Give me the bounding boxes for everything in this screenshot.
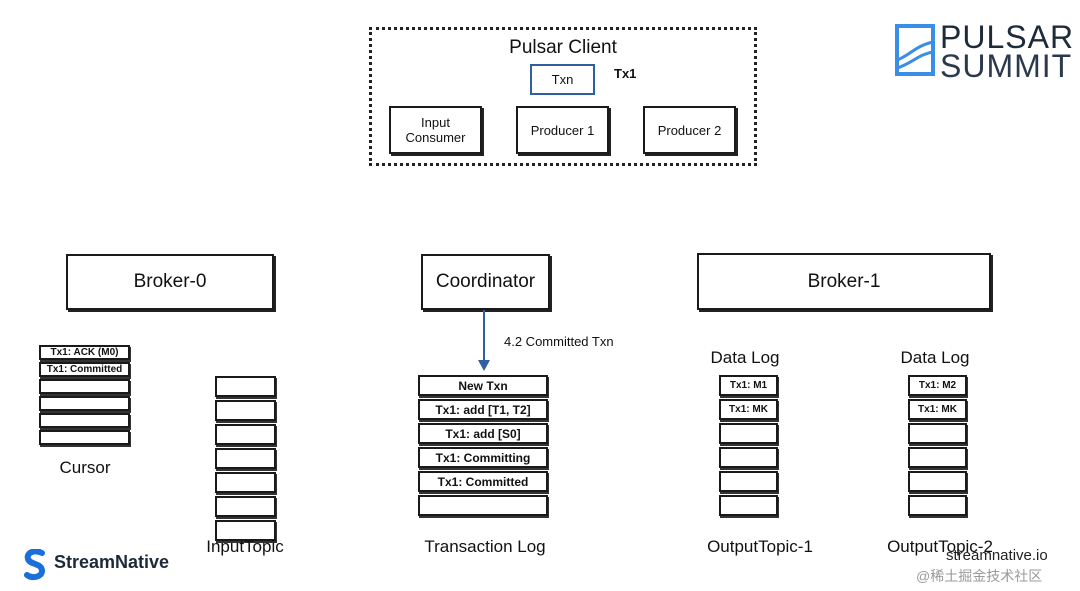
producer-2-label: Producer 2 (657, 122, 722, 138)
log-entry (39, 430, 130, 445)
input-consumer-box: Input Consumer (389, 106, 482, 154)
log-entry: Tx1: M2 (908, 375, 967, 396)
log-entry (418, 495, 548, 516)
pulsar-client-frame (369, 27, 757, 166)
log-entry (39, 396, 130, 411)
output-2-label: OutputTopic-2 (887, 537, 993, 556)
watermark-text: @稀土掘金技术社区 (916, 568, 1043, 584)
output-topic-1-stack: Tx1: M1 Tx1: MK (719, 375, 778, 519)
log-entry (215, 448, 276, 469)
output-topic-2-stack: Tx1: M2 Tx1: MK (908, 375, 967, 519)
cursor-label: Cursor (59, 458, 111, 477)
log-entry: Tx1: Committing (418, 447, 548, 468)
streamnative-brand: StreamNative (54, 552, 170, 572)
log-entry: Tx1: ACK (M0) (39, 345, 130, 360)
broker-0-label: Broker-0 (133, 271, 207, 292)
output-2-header: Data Log (900, 348, 970, 367)
log-entry (719, 495, 778, 516)
committed-txn-label: 4.2 Committed Txn (504, 334, 614, 349)
txn-label: Txn (551, 72, 574, 87)
log-entry: Tx1: Committed (418, 471, 548, 492)
broker-0-box: Broker-0 (66, 254, 274, 310)
input-topic-label: InputTopic (206, 537, 284, 556)
coordinator-label: Coordinator (435, 271, 536, 292)
coordinator-box: Coordinator (421, 254, 550, 310)
log-entry: Tx1: MK (719, 399, 778, 420)
log-entry (215, 472, 276, 493)
website-label: streamnative.io (946, 547, 1048, 564)
broker-1-label: Broker-1 (807, 270, 881, 292)
log-entry (215, 520, 276, 541)
txn-box: Txn (530, 64, 595, 95)
log-entry (719, 447, 778, 468)
pulsar-logo-line1: PULSAR (940, 19, 1075, 55)
input-topic-stack (215, 376, 276, 544)
pulsar-summit-logo-icon (895, 24, 935, 76)
log-entry (215, 496, 276, 517)
log-entry (719, 471, 778, 492)
producer-1-label: Producer 1 (530, 122, 595, 138)
log-entry (39, 379, 130, 394)
log-entry (215, 376, 276, 397)
tx1-tag: Tx1 (614, 66, 637, 81)
log-entry (908, 423, 967, 444)
log-entry (719, 423, 778, 444)
log-entry (39, 413, 130, 428)
pulsar-logo-line2: SUMMIT (940, 48, 1073, 84)
log-entry (908, 471, 967, 492)
streamnative-logo-icon (24, 549, 46, 581)
broker-1-box: Broker-1 (697, 253, 991, 310)
cursor-stack: Tx1: ACK (M0) Tx1: Committed (39, 345, 130, 447)
pulsar-client-title: Pulsar Client (509, 37, 617, 58)
log-entry (215, 424, 276, 445)
committed-txn-arrow (478, 310, 490, 371)
output-1-header: Data Log (710, 348, 780, 367)
output-1-label: OutputTopic-1 (707, 537, 813, 556)
log-entry: Tx1: add [T1, T2] (418, 399, 548, 420)
log-entry: Tx1: M1 (719, 375, 778, 396)
log-entry: Tx1: Committed (39, 362, 130, 377)
producer-2-box: Producer 2 (643, 106, 736, 154)
producer-1-box: Producer 1 (516, 106, 609, 154)
transaction-log-label: Transaction Log (424, 537, 546, 556)
log-entry: Tx1: add [S0] (418, 423, 548, 444)
log-entry (215, 400, 276, 421)
log-entry: New Txn (418, 375, 548, 396)
input-consumer-label: Input Consumer (405, 115, 466, 145)
log-entry (908, 495, 967, 516)
log-entry (908, 447, 967, 468)
log-entry: Tx1: MK (908, 399, 967, 420)
